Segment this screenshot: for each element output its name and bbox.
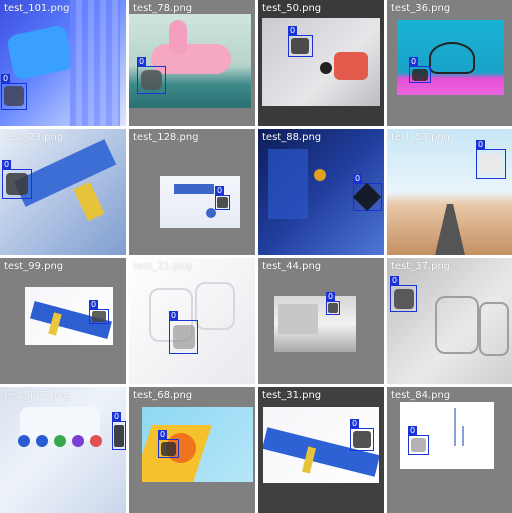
detection-box: 0 [169,311,198,354]
detection-box-icon: 0 [2,160,12,170]
grid-cell[interactable]: 0 test_50.png [258,0,384,126]
image-filename: test_78.png [133,3,193,14]
detection-box-icon: 0 [390,276,400,286]
detection-box-icon: 0 [215,186,225,196]
detection-box-icon: 0 [158,430,168,440]
grid-cell[interactable]: 0 test_101.png [0,0,126,126]
image-filename: test_21.png [133,261,193,272]
detection-box-icon: 0 [476,140,486,150]
image-filename: test_128.png [133,132,199,143]
grid-cell[interactable]: 0 test_117.png [0,387,126,513]
captcha-image [274,296,356,352]
detection-box-icon: 0 [350,419,360,429]
detection-box-icon: 0 [89,300,99,310]
image-filename: test_37.png [391,261,451,272]
image-filename: test_117.png [4,390,70,401]
detection-box: 0 [350,419,374,451]
image-filename: test_68.png [133,390,193,401]
detection-box: 0 [215,186,230,210]
image-filename: test_31.png [262,390,322,401]
grid-cell[interactable]: 0 test_36.png [387,0,512,126]
grid-cell[interactable]: 0 test_84.png [387,387,512,513]
grid-cell[interactable]: 0 test_53.png [387,129,512,255]
detection-box-icon: 0 [137,57,147,67]
image-filename: test_23.png [4,132,64,143]
grid-cell[interactable]: 0 test_88.png [258,129,384,255]
captcha-image [129,14,251,108]
detection-box: 0 [390,276,417,312]
grid-cell[interactable]: 0 test_68.png [129,387,255,513]
grid-cell[interactable]: 0 test_128.png [129,129,255,255]
detection-box: 0 [408,426,429,455]
detection-box: 0 [137,57,166,94]
detection-box: 0 [89,300,109,324]
captcha-image [129,258,255,384]
captcha-image [142,407,253,482]
captcha-image [262,18,380,106]
detection-box-icon: 0 [353,174,363,184]
detection-box: 0 [1,74,27,110]
detection-box: 0 [476,140,506,179]
detection-box-icon: 0 [408,426,418,436]
grid-cell[interactable]: 0 test_23.png [0,129,126,255]
detection-box: 0 [288,26,313,57]
image-filename: test_36.png [391,3,451,14]
detection-box-icon: 0 [169,311,179,321]
grid-cell[interactable]: 0 test_21.png [129,258,255,384]
image-filename: test_53.png [391,132,451,143]
detection-box-icon: 0 [1,74,11,84]
detection-box: 0 [158,430,179,458]
grid-cell[interactable]: 0 test_78.png [129,0,255,126]
image-filename: test_44.png [262,261,322,272]
image-filename: test_88.png [262,132,322,143]
grid-cell[interactable]: 0 test_37.png [387,258,512,384]
detection-box: 0 [409,57,431,83]
grid-cell[interactable]: 0 test_99.png [0,258,126,384]
image-filename: test_50.png [262,3,322,14]
detection-box-icon: 0 [112,412,122,422]
detection-box: 0 [112,412,126,450]
detection-box-icon: 0 [326,292,336,302]
detection-box: 0 [2,160,32,199]
captcha-image [0,387,126,513]
detection-box: 0 [326,292,340,315]
captcha-image [387,258,512,384]
image-filename: test_84.png [391,390,451,401]
image-filename: test_99.png [4,261,64,272]
image-filename: test_101.png [4,3,70,14]
detection-box: 0 [352,174,382,212]
detection-box-icon: 0 [288,26,298,36]
detection-box-icon: 0 [409,57,419,67]
grid-cell[interactable]: 0 test_31.png [258,387,384,513]
grid-cell[interactable]: 0 test_44.png [258,258,384,384]
captcha-image [387,129,512,255]
